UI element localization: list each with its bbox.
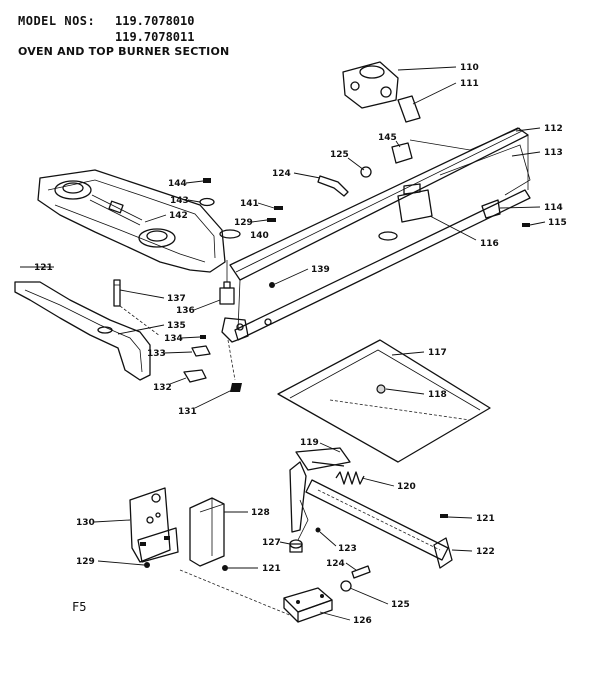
callout-125b: 125	[391, 600, 410, 610]
model-number-2: 119.7078011	[115, 30, 195, 44]
callout-142: 142	[169, 211, 188, 221]
oven-baffle-117	[277, 339, 491, 463]
callout-137: 137	[167, 294, 186, 304]
callout-113: 113	[544, 148, 563, 158]
callout-110: 110	[460, 63, 479, 73]
callout-141: 141	[240, 199, 259, 209]
callout-116: 116	[480, 239, 499, 249]
callout-122: 122	[476, 547, 495, 557]
pin-119	[311, 461, 345, 467]
safety-valve-126	[283, 587, 333, 623]
callout-134: 134	[164, 334, 183, 344]
callout-121a: 121	[34, 263, 53, 273]
callout-143: 143	[170, 196, 189, 206]
burner-valve	[219, 260, 235, 305]
part-145	[391, 142, 413, 164]
callout-145: 145	[378, 133, 397, 143]
page-code: F5	[72, 600, 87, 614]
screw-115	[522, 223, 530, 227]
callout-111: 111	[460, 79, 479, 89]
screw-144	[203, 178, 211, 183]
callout-112: 112	[544, 124, 563, 134]
regulator-116	[378, 183, 433, 241]
callout-115: 115	[548, 218, 567, 228]
callout-131: 131	[178, 407, 197, 417]
screw-141	[274, 206, 283, 210]
callout-118: 118	[428, 390, 447, 400]
callout-121b: 121	[262, 564, 281, 574]
washer-143	[199, 197, 215, 207]
screw-129	[267, 218, 276, 222]
model-label: MODEL NOS:	[18, 14, 96, 28]
screw-118	[376, 384, 386, 394]
screw-123	[315, 527, 321, 533]
callout-132: 132	[153, 383, 172, 393]
callout-128: 128	[251, 508, 270, 518]
bracket-132	[183, 369, 207, 383]
gas-manifold-rail	[221, 127, 531, 343]
callout-133: 133	[147, 349, 166, 359]
leader-lines	[20, 66, 546, 621]
callout-numbers: 110 111 112 113 114 115 116 117 118 119 …	[34, 63, 567, 626]
screw-134	[200, 335, 206, 339]
callout-124a: 124	[272, 169, 291, 179]
callout-139: 139	[311, 265, 330, 275]
callout-123: 123	[338, 544, 357, 554]
callout-121c: 121	[476, 514, 495, 524]
tube-124b	[351, 565, 371, 579]
callout-135: 135	[167, 321, 186, 331]
screw-121b	[222, 565, 228, 571]
orifice-tube	[113, 279, 121, 307]
callout-140: 140	[250, 231, 269, 241]
callout-117: 117	[428, 348, 447, 358]
top-burner-assembly	[37, 169, 226, 273]
callout-126: 126	[353, 616, 372, 626]
callout-124b: 124	[326, 559, 345, 569]
oven-burner-122	[289, 447, 453, 569]
callout-130: 130	[76, 518, 95, 528]
mounting-bracket-130	[129, 487, 179, 563]
tube-112	[409, 127, 521, 151]
section-title: OVEN AND TOP BURNER SECTION	[18, 45, 230, 58]
callout-144: 144	[168, 179, 187, 189]
clip-133	[191, 345, 211, 357]
screw-121c	[440, 514, 448, 518]
callout-114: 114	[544, 203, 563, 213]
bracket-111	[397, 95, 421, 123]
nut-125b	[340, 580, 352, 592]
callout-119: 119	[300, 438, 319, 448]
callout-129a: 129	[234, 218, 253, 228]
screw-129b	[144, 562, 150, 568]
burner-pan-bracket	[14, 281, 151, 381]
ignitor-box-128	[189, 497, 225, 567]
nut-125	[360, 166, 372, 178]
callout-125a: 125	[330, 150, 349, 160]
bracket-114	[481, 199, 501, 219]
tube-124	[317, 175, 349, 197]
disc-140	[219, 229, 241, 239]
callout-129b: 129	[76, 557, 95, 567]
spring-120	[335, 471, 365, 485]
callout-127: 127	[262, 538, 281, 548]
connector-line	[179, 569, 293, 617]
screw-139	[269, 282, 275, 288]
thermostat-110	[342, 61, 399, 109]
callout-120: 120	[397, 482, 416, 492]
part-131	[230, 383, 242, 392]
callout-136: 136	[176, 306, 195, 316]
model-number-1: 119.7078010	[115, 14, 195, 28]
